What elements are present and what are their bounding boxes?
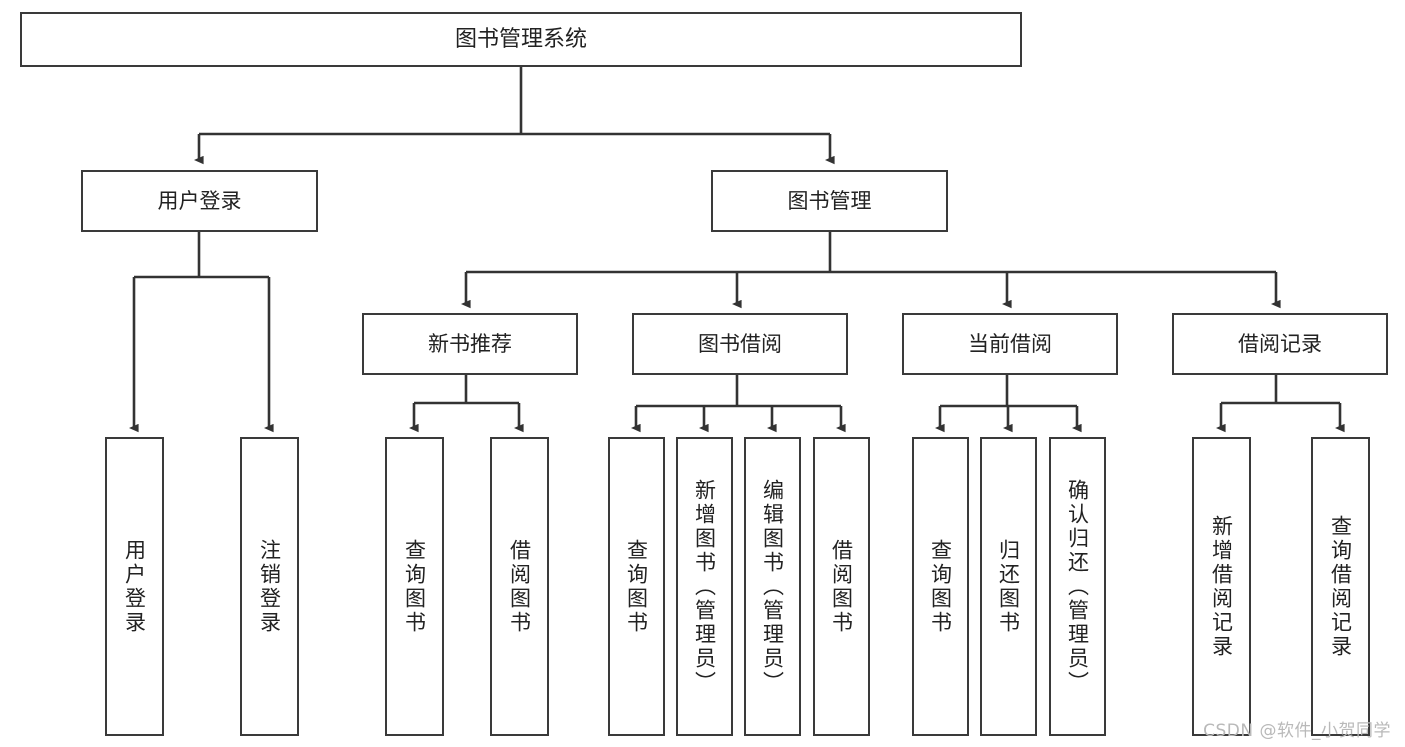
node-label: 编辑图书（管理员） bbox=[760, 478, 785, 695]
node-current-borrowing[interactable]: 当前借阅 bbox=[902, 313, 1118, 375]
leaf-confirm-return-admin[interactable]: 确认归还（管理员） bbox=[1049, 437, 1106, 736]
leaf-borrow-book-recommendation[interactable]: 借阅图书 bbox=[490, 437, 549, 736]
node-label: 用户登录 bbox=[157, 188, 242, 213]
node-label: 图书管理系统 bbox=[454, 26, 587, 52]
leaf-edit-book-admin[interactable]: 编辑图书（管理员） bbox=[744, 437, 801, 736]
leaf-query-book-borrowing[interactable]: 查询图书 bbox=[608, 437, 665, 736]
leaf-query-book-current[interactable]: 查询图书 bbox=[912, 437, 969, 736]
node-label: 归还图书 bbox=[996, 538, 1021, 635]
node-root-system[interactable]: 图书管理系统 bbox=[20, 12, 1022, 67]
node-user-login[interactable]: 用户登录 bbox=[81, 170, 318, 232]
leaf-borrow-book-borrowing[interactable]: 借阅图书 bbox=[813, 437, 870, 736]
leaf-logout[interactable]: 注销登录 bbox=[240, 437, 299, 736]
node-label: 确认归还（管理员） bbox=[1065, 478, 1090, 695]
node-label: 用户登录 bbox=[122, 538, 147, 635]
node-label: 新书推荐 bbox=[428, 331, 512, 356]
leaf-query-book-recommendation[interactable]: 查询图书 bbox=[385, 437, 444, 736]
node-label: 借阅图书 bbox=[829, 538, 854, 635]
node-label: 借阅记录 bbox=[1238, 331, 1322, 356]
node-label: 借阅图书 bbox=[507, 538, 532, 635]
node-label: 图书借阅 bbox=[698, 331, 782, 356]
leaf-user-login[interactable]: 用户登录 bbox=[105, 437, 164, 736]
node-label: 新增图书（管理员） bbox=[692, 478, 717, 695]
node-new-book-recommendation[interactable]: 新书推荐 bbox=[362, 313, 578, 375]
node-label: 新增借阅记录 bbox=[1209, 514, 1234, 659]
node-label: 查询借阅记录 bbox=[1328, 514, 1353, 659]
node-book-management[interactable]: 图书管理 bbox=[711, 170, 948, 232]
leaf-add-book-admin[interactable]: 新增图书（管理员） bbox=[676, 437, 733, 736]
node-label: 当前借阅 bbox=[968, 331, 1052, 356]
leaf-query-borrow-record[interactable]: 查询借阅记录 bbox=[1311, 437, 1370, 736]
leaf-return-book[interactable]: 归还图书 bbox=[980, 437, 1037, 736]
node-book-borrowing[interactable]: 图书借阅 bbox=[632, 313, 848, 375]
node-label: 查询图书 bbox=[928, 538, 953, 635]
leaf-add-borrow-record[interactable]: 新增借阅记录 bbox=[1192, 437, 1251, 736]
node-label: 图书管理 bbox=[787, 188, 872, 213]
node-borrow-records[interactable]: 借阅记录 bbox=[1172, 313, 1388, 375]
node-label: 查询图书 bbox=[624, 538, 649, 635]
node-label: 注销登录 bbox=[257, 538, 282, 635]
node-label: 查询图书 bbox=[402, 538, 427, 635]
